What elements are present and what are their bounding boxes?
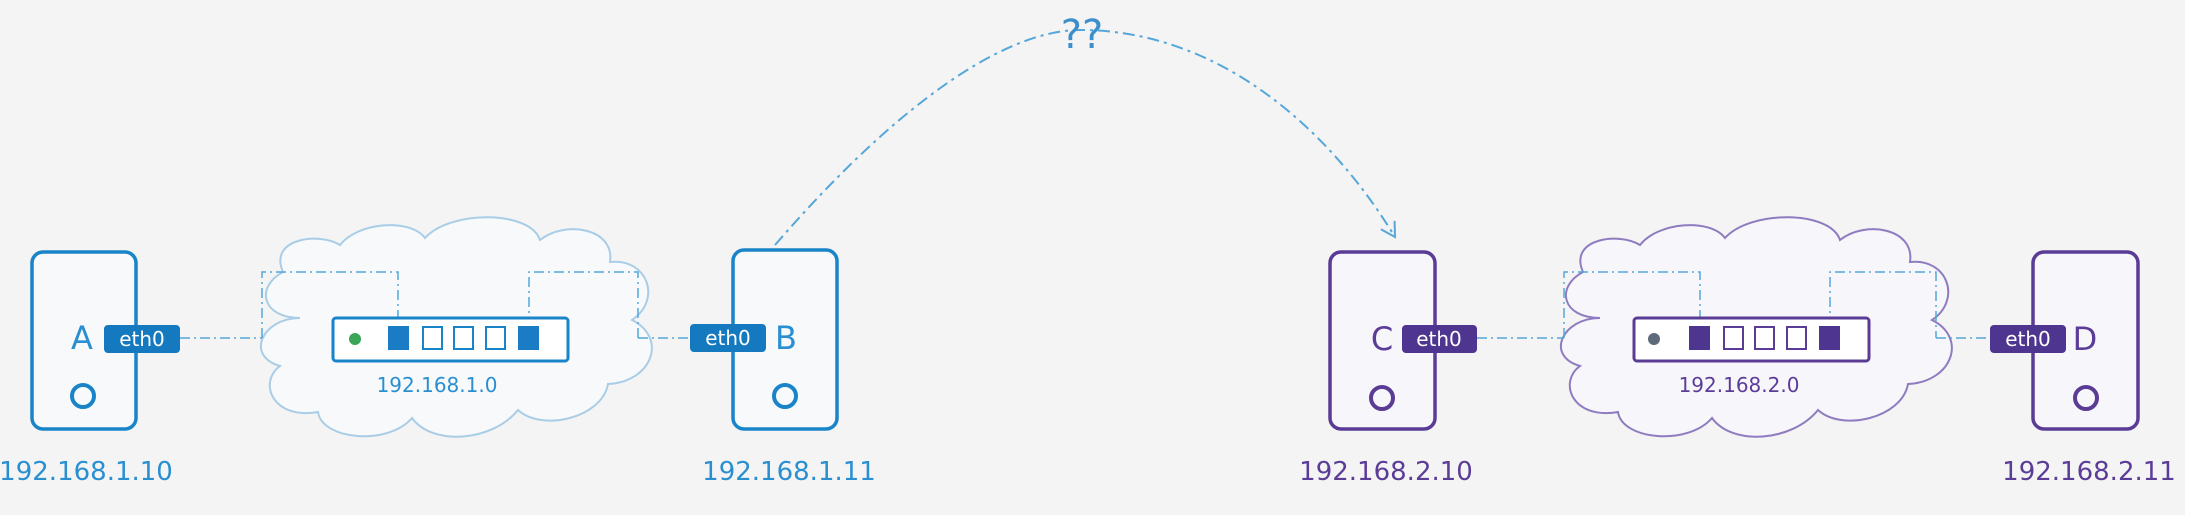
host-b-ip: 192.168.1.11: [702, 457, 876, 487]
host-d-ip: 192.168.2.11: [2002, 457, 2176, 487]
host-c: C eth0 192.168.2.10: [1299, 250, 1477, 487]
switch-2-port-5: [1819, 326, 1840, 350]
switch-2-port-1: [1689, 326, 1710, 350]
switch-1-port-4: [485, 326, 506, 350]
unknown-route-label: ??: [1061, 12, 1103, 58]
host-b-name: B: [775, 319, 797, 357]
network1: 192.168.1.0 A eth0 192.168.1.10 eth0 B 1…: [0, 216, 876, 487]
switch-1-port-5: [518, 326, 539, 350]
host-d-interface-label: eth0: [2005, 327, 2051, 351]
host-a: A eth0 192.168.1.10: [0, 250, 180, 487]
switch-2-port-3: [1754, 326, 1775, 350]
host-a-ip: 192.168.1.10: [0, 457, 173, 487]
host-a-name: A: [71, 319, 93, 357]
host-c-name: C: [1371, 320, 1393, 358]
host-c-interface-label: eth0: [1416, 327, 1462, 351]
subnet-label-1: 192.168.1.0: [377, 373, 498, 397]
route-arc-b-to-c: [774, 28, 1397, 246]
link-cloud-to-port1: [1563, 271, 1701, 338]
link-port5-to-cloud: [528, 271, 639, 338]
host-c-power-button: [1369, 385, 1395, 411]
host-a-power-button: [70, 383, 96, 409]
switch-2-status-led: [1648, 333, 1660, 345]
switch-1-port-2: [422, 326, 443, 350]
switch-2: [1632, 316, 1871, 363]
host-b-interface-tag: [690, 324, 766, 352]
host-a-interface-tag: [104, 325, 180, 353]
switch-1: [331, 316, 570, 363]
subnet-label-2: 192.168.2.0: [1679, 373, 1800, 397]
host-d-interface-tag: [1990, 325, 2066, 353]
host-a-interface-label: eth0: [119, 327, 165, 351]
link-port5-to-cloud: [1829, 271, 1937, 338]
host-c-interface-tag: [1402, 325, 1477, 353]
host-c-ip: 192.168.2.10: [1299, 457, 1473, 487]
link-cloud-to-port1: [261, 271, 399, 338]
switch-2-port-4: [1786, 326, 1807, 350]
switch-2-port-2: [1723, 326, 1744, 350]
switch-1-status-led: [349, 333, 361, 345]
host-b-interface-label: eth0: [705, 326, 751, 350]
switch-1-port-1: [388, 326, 409, 350]
host-d-name: D: [2073, 320, 2098, 358]
host-b-power-button: [772, 383, 798, 409]
network2: 192.168.2.0 C eth0 192.168.2.10 eth0 D 1…: [1299, 216, 2176, 487]
host-d: eth0 D 192.168.2.11: [1990, 250, 2176, 487]
host-b: eth0 B 192.168.1.11: [690, 248, 876, 487]
host-d-power-button: [2073, 385, 2099, 411]
switch-1-port-3: [453, 326, 474, 350]
